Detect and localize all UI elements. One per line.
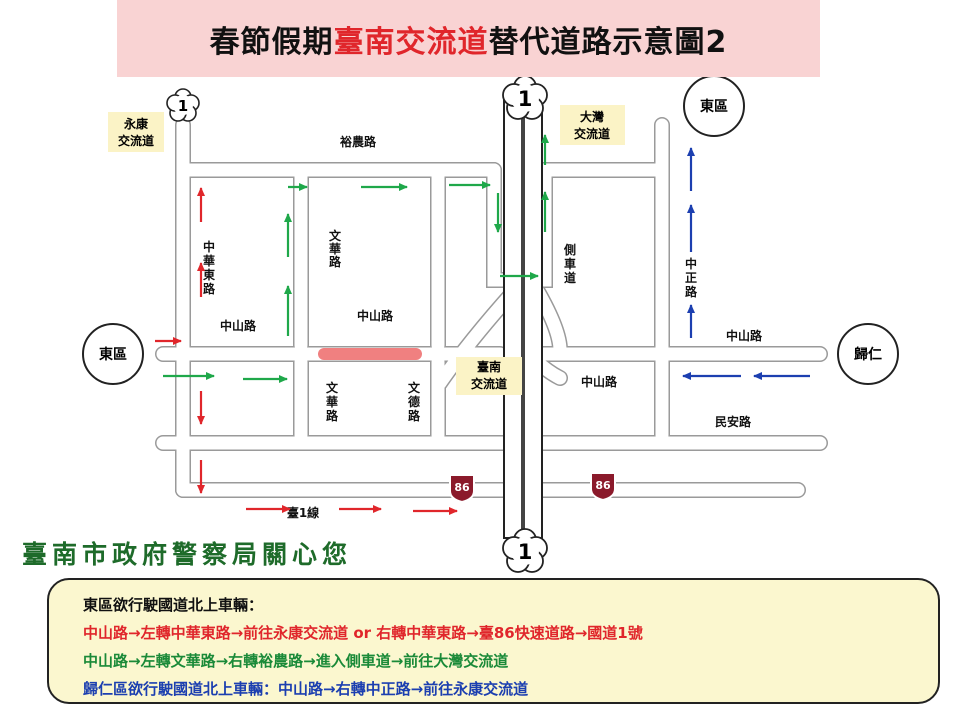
zhongshan-rd-center-label: 中山路 xyxy=(357,308,394,323)
east-district-top-circle: 東區 xyxy=(683,75,745,137)
yongkang-ic-label: 永康 交流道 xyxy=(108,112,164,152)
map-label-text: 中 xyxy=(685,256,697,271)
page-title: 春節假期臺南交流道替代道路示意圖2 xyxy=(210,17,728,61)
guiren-label: 歸仁 xyxy=(854,346,882,363)
wenhua-rd-bottom-label: 文 華 路 xyxy=(326,380,339,423)
route-86-right-number: 86 xyxy=(595,479,611,492)
route-86-shield-left: 86 xyxy=(449,474,475,504)
map-label-text: 文 xyxy=(408,380,421,395)
title-highlight: 臺南交流道 xyxy=(333,24,489,60)
freeway-1-topleft-number: 1 xyxy=(178,97,188,115)
map-label-text: 道 xyxy=(564,270,576,285)
tainan-ic-label: 臺南 交流道 xyxy=(456,357,522,395)
green-route-arrows xyxy=(163,134,549,383)
yongkang-ic-line1: 永康 xyxy=(123,116,149,131)
title-suffix: 替代道路示意圖2 xyxy=(488,24,728,60)
red-route-arrows xyxy=(155,187,458,515)
tainan-ic-line2: 交流道 xyxy=(471,376,507,391)
title-prefix: 春節假期 xyxy=(209,24,334,60)
road-network xyxy=(155,117,828,498)
zhongzheng-rd-label: 中 正 路 xyxy=(685,256,698,299)
dawan-ic-line2: 交流道 xyxy=(574,126,610,141)
guiren-circle: 歸仁 xyxy=(837,323,899,385)
map-label-text: 路 xyxy=(685,284,698,299)
minan-rd-label: 民安路 xyxy=(715,414,752,429)
wende-rd-label: 文 德 路 xyxy=(408,380,421,423)
closure-marker xyxy=(318,348,422,360)
route-86-shield-right: 86 xyxy=(590,472,616,502)
east-district-top-label: 東區 xyxy=(700,98,728,115)
dawan-ic-line1: 大灣 xyxy=(580,109,604,124)
legend-line-east-heading: 東區欲行駛國道北上車輛： xyxy=(83,596,264,614)
tainan-ic-line1: 臺南 xyxy=(477,359,501,374)
provincial-1-label: 臺1線 xyxy=(287,505,319,520)
freeway-1-road xyxy=(503,99,543,539)
map-label-text: 路 xyxy=(326,408,339,423)
freeway-1-shield-top: 1 xyxy=(502,75,548,120)
map-label-text: 德 xyxy=(408,394,420,409)
map-label-text: 路 xyxy=(408,408,421,423)
map-label-text: 路 xyxy=(203,281,216,296)
legend-line-red-route: 中山路→左轉中華東路→前往永康交流道 or 右轉中華東路→臺86快速道路→國道1… xyxy=(83,624,643,642)
police-org-caption: 臺南市政府警察局關心您 xyxy=(22,540,353,569)
title-banner: 春節假期臺南交流道替代道路示意圖2 xyxy=(117,0,820,77)
blue-route-arrows xyxy=(682,147,810,380)
map-label-text: 中 xyxy=(203,239,215,254)
freeway-1-top-number: 1 xyxy=(518,87,533,111)
map-label-text: 文 xyxy=(329,228,342,243)
route-86-left-number: 86 xyxy=(454,481,470,494)
map-label-text: 華 xyxy=(329,241,341,256)
yongkang-ic-line2: 交流道 xyxy=(118,133,154,148)
map-label-text: 側 xyxy=(563,242,576,257)
yunong-rd-label: 裕農路 xyxy=(339,134,377,149)
side-road-label: 側 車 道 xyxy=(563,242,576,285)
route-legend: 東區欲行駛國道北上車輛： 中山路→左轉中華東路→前往永康交流道 or 右轉中華東… xyxy=(47,578,940,704)
map-label-text: 車 xyxy=(564,256,576,271)
east-district-left-circle: 東區 xyxy=(82,323,144,385)
map-label-text: 路 xyxy=(329,254,342,269)
zhongshan-rd-right-label: 中山路 xyxy=(726,328,763,343)
map-label-text: 文 xyxy=(326,380,339,395)
wenhua-rd-top-label: 文 華 路 xyxy=(329,228,342,269)
legend-line-green-route: 中山路→左轉文華路→右轉裕農路→進入側車道→前往大灣交流道 xyxy=(83,652,509,670)
freeway-1-bottom-number: 1 xyxy=(518,540,533,564)
dawan-ic-label: 大灣 交流道 xyxy=(560,105,625,145)
legend-line-blue-route: 歸仁區欲行駛國道北上車輛：中山路→右轉中正路→前往永康交流道 xyxy=(83,680,529,698)
zhonghua-e-rd-label: 中 華 東 路 xyxy=(203,239,216,296)
freeway-1-shield-topleft: 1 xyxy=(166,88,200,122)
freeway-1-shield-bottom: 1 xyxy=(502,528,548,573)
zhongshan-rd-left-label: 中山路 xyxy=(220,318,257,333)
map-label-text: 東 xyxy=(203,267,215,282)
map-label-text: 華 xyxy=(326,394,338,409)
zhongshan-rd-lower-label: 中山路 xyxy=(581,374,618,389)
map-label-text: 華 xyxy=(203,253,215,268)
map-label-text: 正 xyxy=(685,271,697,285)
east-district-left-label: 東區 xyxy=(99,346,127,363)
